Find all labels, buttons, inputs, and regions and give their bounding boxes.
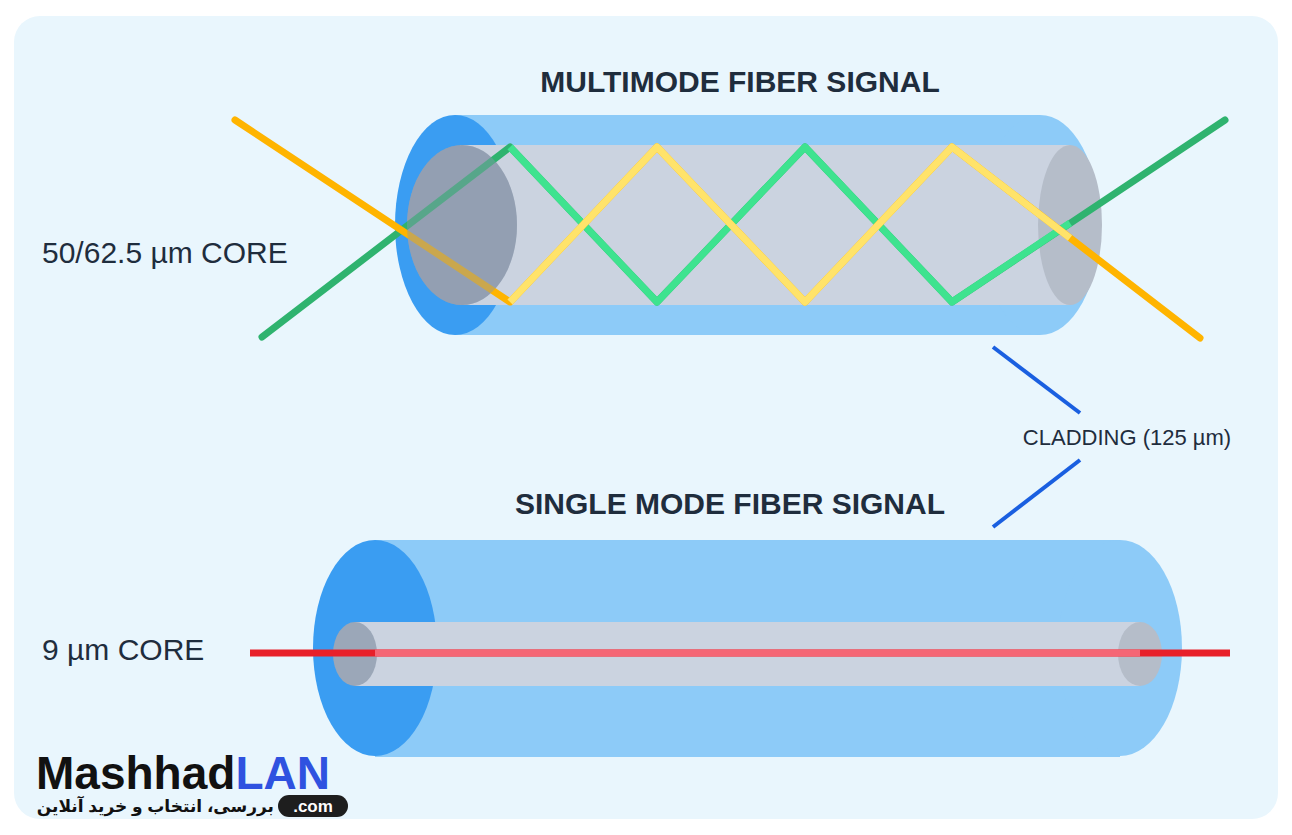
red-ray <box>250 650 1230 657</box>
yellow-ray <box>235 120 1200 338</box>
leader-line <box>993 460 1080 527</box>
sm-core-body <box>355 622 1140 686</box>
heading: MULTIMODE FIBER SIGNAL <box>540 67 939 97</box>
yellow-ray-inside <box>510 147 1070 302</box>
watermark: LAN <box>235 750 330 796</box>
watermark: Mashhad <box>36 750 235 796</box>
com-pill <box>278 795 348 817</box>
green-ray-inside <box>510 147 1070 302</box>
red-ray-inside <box>375 650 1140 657</box>
heading: SINGLE MODE FIBER SIGNAL <box>515 489 945 519</box>
background-panel <box>14 16 1278 819</box>
leader-line <box>993 347 1080 413</box>
watermark: .com <box>293 798 333 815</box>
cladding-label: CLADDING (125 µm) <box>1023 427 1231 449</box>
core-label: 50/62.5 µm CORE <box>42 238 288 268</box>
core-label: 9 µm CORE <box>42 635 204 665</box>
mm-core-face <box>407 145 517 305</box>
mm-core-body <box>460 145 1070 305</box>
mm-core-face-shade <box>407 145 517 305</box>
green-ray <box>262 120 1225 337</box>
watermark: بررسی، انتخاب و خرید آنلاین <box>37 798 274 815</box>
